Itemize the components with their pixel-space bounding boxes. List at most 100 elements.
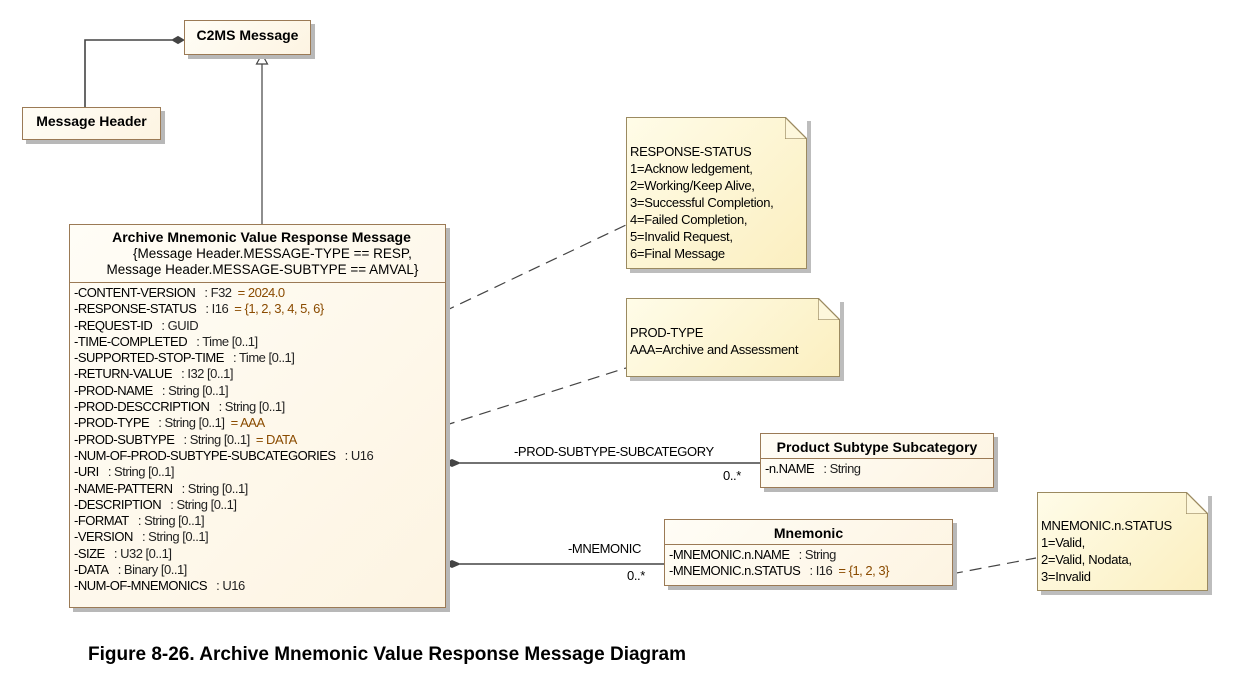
attribute-name: -NUM-OF-PROD-SUBTYPE-SUBCATEGORIES (74, 447, 336, 463)
attribute-name: -NUM-OF-MNEMONICS (74, 578, 208, 594)
attribute-row: -CONTENT-VERSION : F32 = 2024.0 (74, 285, 441, 301)
attribute-type: : String (820, 461, 861, 476)
attribute-name: -MNEMONIC.n.STATUS (669, 563, 801, 579)
attribute-row: -DESCRIPTION : String [0..1] (74, 497, 441, 513)
attribute-name: -CONTENT-VERSION (74, 285, 196, 300)
note-fold-corner-icon (818, 297, 841, 320)
attribute-default-value: = DATA (252, 431, 297, 447)
attribute-type: : String [0..1] (155, 415, 225, 431)
attribute-type: : U16 (341, 447, 374, 463)
attribute-type: : I16 (202, 301, 229, 317)
role-label-mnemonic: -MNEMONIC (568, 541, 641, 556)
note-line: 2=Working/Keep Alive, (630, 178, 755, 193)
figure-caption: Figure 8-26. Archive Mnemonic Value Resp… (88, 644, 687, 665)
composition-diamond-icon (443, 458, 462, 468)
attribute-name: -DATA (74, 562, 109, 578)
composition-diamond-icon (171, 35, 185, 45)
attribute-default-value: = AAA (227, 415, 266, 431)
attribute-type: : I32 [0..1] (178, 366, 233, 382)
attribute-default-value: = {1, 2, 3} (835, 563, 889, 579)
attribute-row: -NUM-OF-MNEMONICS : U16 (74, 578, 441, 594)
attribute-row: -MNEMONIC.n.NAME : String (669, 547, 948, 563)
attribute-default-value: = {1, 2, 3, 4, 5, 6} (231, 301, 324, 317)
attribute-type: : Time [0..1] (193, 333, 258, 349)
attribute-type: : String [0..1] (178, 480, 249, 496)
attribute-name: -PROD-TYPE (74, 415, 150, 431)
class-title: Product Subtype Subcategory (776, 439, 978, 455)
attribute-row: -NUM-OF-PROD-SUBTYPE-SUBCATEGORIES : U16 (74, 448, 441, 464)
attribute-name: -n.NAME (765, 461, 815, 476)
attribute-type: : Binary [0..1] (114, 562, 188, 578)
attribute-row: -PROD-TYPE : String [0..1] = AAA (74, 415, 441, 431)
attribute-type: : F32 (201, 285, 232, 300)
attribute-row: -RESPONSE-STATUS : I16 = {1, 2, 3, 4, 5,… (74, 301, 441, 317)
attribute-name: -VERSION (74, 529, 133, 545)
attribute-row: -PROD-SUBTYPE : String [0..1] = DATA (74, 432, 441, 448)
attribute-row: -NAME-PATTERN : String [0..1] (74, 481, 441, 497)
class-title: Archive Mnemonic Value Response Message (112, 229, 411, 245)
attribute-type: : I16 (806, 563, 833, 579)
attribute-row: -MNEMONIC.n.STATUS : I16 = {1, 2, 3} (669, 563, 948, 579)
attribute-type: : U16 (213, 578, 245, 594)
attribute-type: : String [0..1] (138, 529, 209, 545)
attribute-row: -PROD-DESCCRIPTION : String [0..1] (74, 399, 441, 415)
composition-diamond-icon (443, 559, 462, 569)
note-line: 6=Final Message (630, 246, 725, 261)
attribute-name: -PROD-DESCCRIPTION (74, 399, 210, 415)
note-line: 1=Acknow ledgement, (630, 161, 753, 176)
composition-header-to-c2ms (84, 39, 172, 108)
attribute-type: : String [0..1] (167, 496, 237, 512)
attribute-name: -PROD-SUBTYPE (74, 431, 175, 447)
class-archive-mnemonic-value-response-message[interactable]: Archive Mnemonic Value Response Message … (69, 224, 446, 608)
note-line: 3=Successful Completion, (630, 195, 774, 210)
attribute-type: : Time [0..1] (229, 350, 295, 366)
attribute-type: : String [0..1] (104, 464, 175, 480)
class-constraint-line1: {Message Header.MESSAGE-TYPE == RESP, (133, 246, 412, 261)
attribute-row: -REQUEST-ID : GUID (74, 318, 441, 334)
class-product-subtype-subcategory[interactable]: Product Subtype Subcategory -n.NAME : St… (760, 433, 994, 488)
attribute-name: -SIZE (74, 545, 105, 561)
attribute-type: : GUID (158, 317, 199, 333)
class-title: Message Header (36, 113, 147, 129)
attribute-name: -URI (74, 464, 99, 480)
attribute-compartment: -n.NAME : String (761, 458, 993, 479)
attribute-row: -RETURN-VALUE : I32 [0..1] (74, 366, 441, 382)
attribute-row: -SUPPORTED-STOP-TIME : Time [0..1] (74, 350, 441, 366)
attribute-name: -NAME-PATTERN (74, 480, 173, 496)
attribute-default-value: = 2024.0 (234, 285, 285, 300)
attribute-row: -URI : String [0..1] (74, 464, 441, 480)
attribute-row: -DATA : Binary [0..1] (74, 562, 441, 578)
attribute-row: -SIZE : U32 [0..1] (74, 546, 441, 562)
note-anchor-prod-type (442, 367, 627, 427)
attribute-type: : String [0..1] (158, 382, 229, 398)
attribute-row: -n.NAME : String (765, 461, 989, 477)
note-fold-corner-icon (1186, 491, 1209, 514)
note-line: 2=Valid, Nodata, (1041, 552, 1132, 567)
class-message-header[interactable]: Message Header (22, 107, 161, 140)
attribute-type: : String [0..1] (180, 431, 251, 447)
attribute-name: -DESCRIPTION (74, 496, 162, 512)
note-anchor-mnemonic-status (950, 557, 1037, 575)
note-line: 3=Invalid (1041, 569, 1091, 584)
attribute-type: : U32 [0..1] (110, 545, 172, 561)
attribute-name: -RESPONSE-STATUS (74, 301, 197, 317)
attribute-compartment: -MNEMONIC.n.NAME : String-MNEMONIC.n.STA… (665, 544, 952, 582)
note-fold-corner-icon (785, 116, 808, 139)
attribute-name: -PROD-NAME (74, 382, 153, 398)
note-anchor-response-status (442, 224, 627, 313)
multiplicity-label: 0..* (627, 568, 645, 583)
class-constraint-line2: Message Header.MESSAGE-SUBTYPE == AMVAL} (106, 262, 419, 277)
role-label-prod-subtype-subcategory: -PROD-SUBTYPE-SUBCATEGORY (514, 444, 714, 459)
class-c2ms-message[interactable]: C2MS Message (184, 20, 311, 55)
class-title: C2MS Message (196, 27, 299, 43)
class-mnemonic[interactable]: Mnemonic -MNEMONIC.n.NAME : String-MNEMO… (664, 519, 953, 586)
attribute-name: -RETURN-VALUE (74, 366, 173, 382)
note-line: 5=Invalid Request, (630, 229, 733, 244)
attribute-name: -MNEMONIC.n.NAME (669, 547, 790, 562)
attribute-row: -VERSION : String [0..1] (74, 529, 441, 545)
attribute-type: : String (795, 547, 837, 562)
